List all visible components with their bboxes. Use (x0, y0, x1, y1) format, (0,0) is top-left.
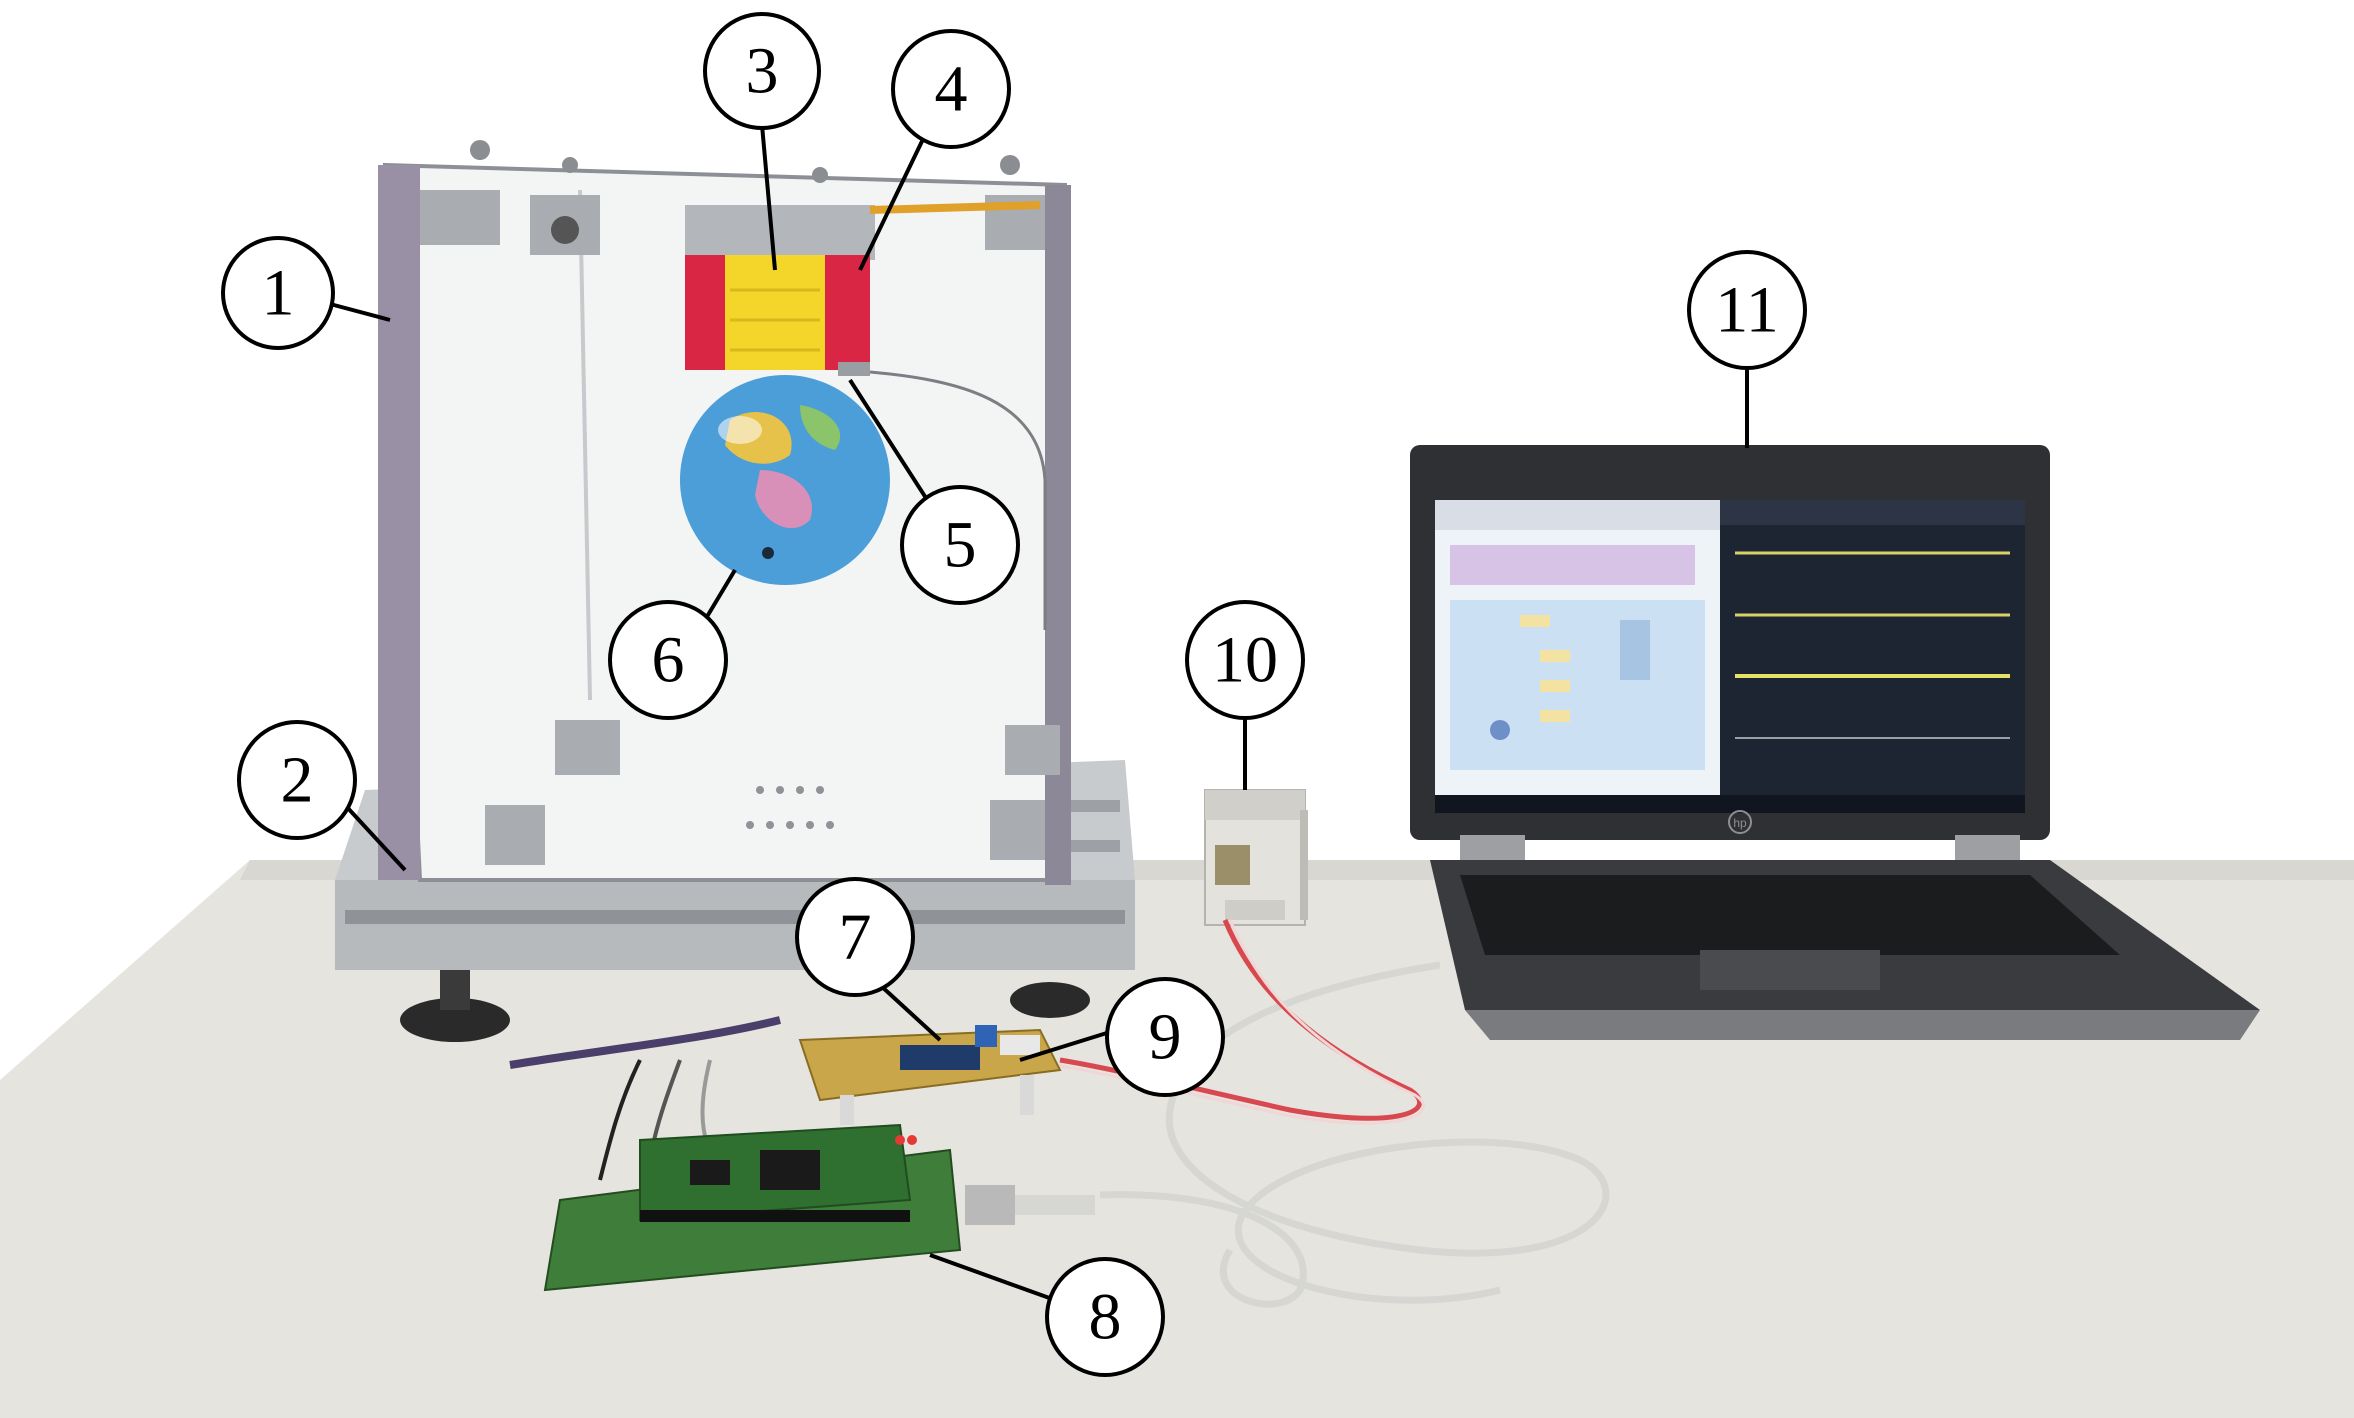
laptop: hp (1410, 445, 2260, 1040)
keyboard (1460, 875, 2120, 955)
bracket-hole (551, 216, 579, 244)
callout-label-6: 6 (652, 624, 685, 697)
leader-2 (343, 803, 407, 872)
top-bracket-left (420, 190, 500, 245)
laptop-brand-mark: hp (1733, 816, 1747, 830)
scope-toolbar (1720, 500, 2025, 525)
power-supply (1204, 789, 1308, 926)
callout-8: 8 (1045, 1257, 1165, 1377)
screw (1000, 155, 1020, 175)
callout-4: 4 (891, 29, 1011, 149)
screw (470, 140, 490, 160)
interface-board (798, 1025, 1062, 1125)
screw (562, 157, 578, 173)
lower-bracket (555, 720, 620, 775)
callout-11: 11 (1687, 250, 1807, 370)
usb-cable-gray-2 (1099, 1191, 1307, 1308)
controller-board (543, 1123, 1095, 1292)
callout-2: 2 (237, 720, 357, 840)
callout-label-7: 7 (839, 901, 872, 974)
callout-label-10: 10 (1212, 624, 1278, 697)
rig-foot-left (400, 998, 510, 1042)
touchpad (1700, 950, 1880, 990)
lower-bracket (1005, 725, 1060, 775)
rig-foot-right (1010, 982, 1090, 1018)
screen-taskbar (1435, 795, 2025, 813)
coil-mount-plate (685, 205, 875, 260)
rig-base-front (335, 880, 1135, 970)
leader-3 (760, 124, 777, 271)
callout-label-1: 1 (262, 257, 295, 330)
hp-logo (1728, 810, 1752, 834)
callout-label-2: 2 (281, 744, 314, 817)
callout-1: 1 (221, 236, 335, 350)
rig-base-slot (345, 910, 1125, 924)
screw (812, 167, 828, 183)
screen-block-area-2 (1450, 600, 1705, 770)
callout-6: 6 (608, 600, 728, 720)
leader-9 (1019, 1030, 1111, 1062)
callout-leaders (314, 124, 1749, 1302)
callout-10: 10 (1185, 600, 1305, 720)
screen-block-area-1 (1450, 545, 1695, 585)
top-cable (869, 201, 1041, 214)
levitating-globe (680, 375, 890, 585)
hall-sensor (838, 362, 870, 376)
ribbon-wires (598, 1059, 642, 1181)
callout-3: 3 (703, 12, 821, 130)
rig-foot-stem-left (440, 970, 470, 1010)
levitation-rig (335, 140, 1135, 1042)
callout-5: 5 (900, 485, 1020, 605)
leader-5 (848, 378, 937, 514)
lower-bracket (990, 800, 1045, 860)
panel-right-edge (1045, 185, 1071, 885)
leader-4 (858, 134, 927, 271)
leader-6 (703, 568, 737, 622)
leader-7 (878, 983, 942, 1042)
callout-label-11: 11 (1715, 274, 1779, 347)
flat-cable (509, 1016, 781, 1069)
panel-left-edge (378, 165, 420, 880)
screen-right-pane (1720, 500, 2025, 795)
callout-9: 9 (1105, 977, 1225, 1097)
laptop-front-edge (1465, 1010, 2260, 1040)
electromagnet-coil (725, 255, 825, 370)
callout-label-3: 3 (746, 35, 779, 108)
callout-label-9: 9 (1149, 1001, 1182, 1074)
leader-8 (929, 1253, 1056, 1302)
sensor-wire (869, 370, 1047, 630)
callout-label-8: 8 (1089, 1281, 1122, 1354)
callout-7: 7 (795, 877, 915, 997)
panel-inner-line (578, 189, 592, 701)
lower-bracket (485, 805, 545, 865)
base-perforations (746, 786, 834, 829)
callout-label-4: 4 (935, 53, 968, 126)
callout-label-5: 5 (944, 509, 977, 582)
screen-left-toolbar (1435, 500, 1720, 530)
